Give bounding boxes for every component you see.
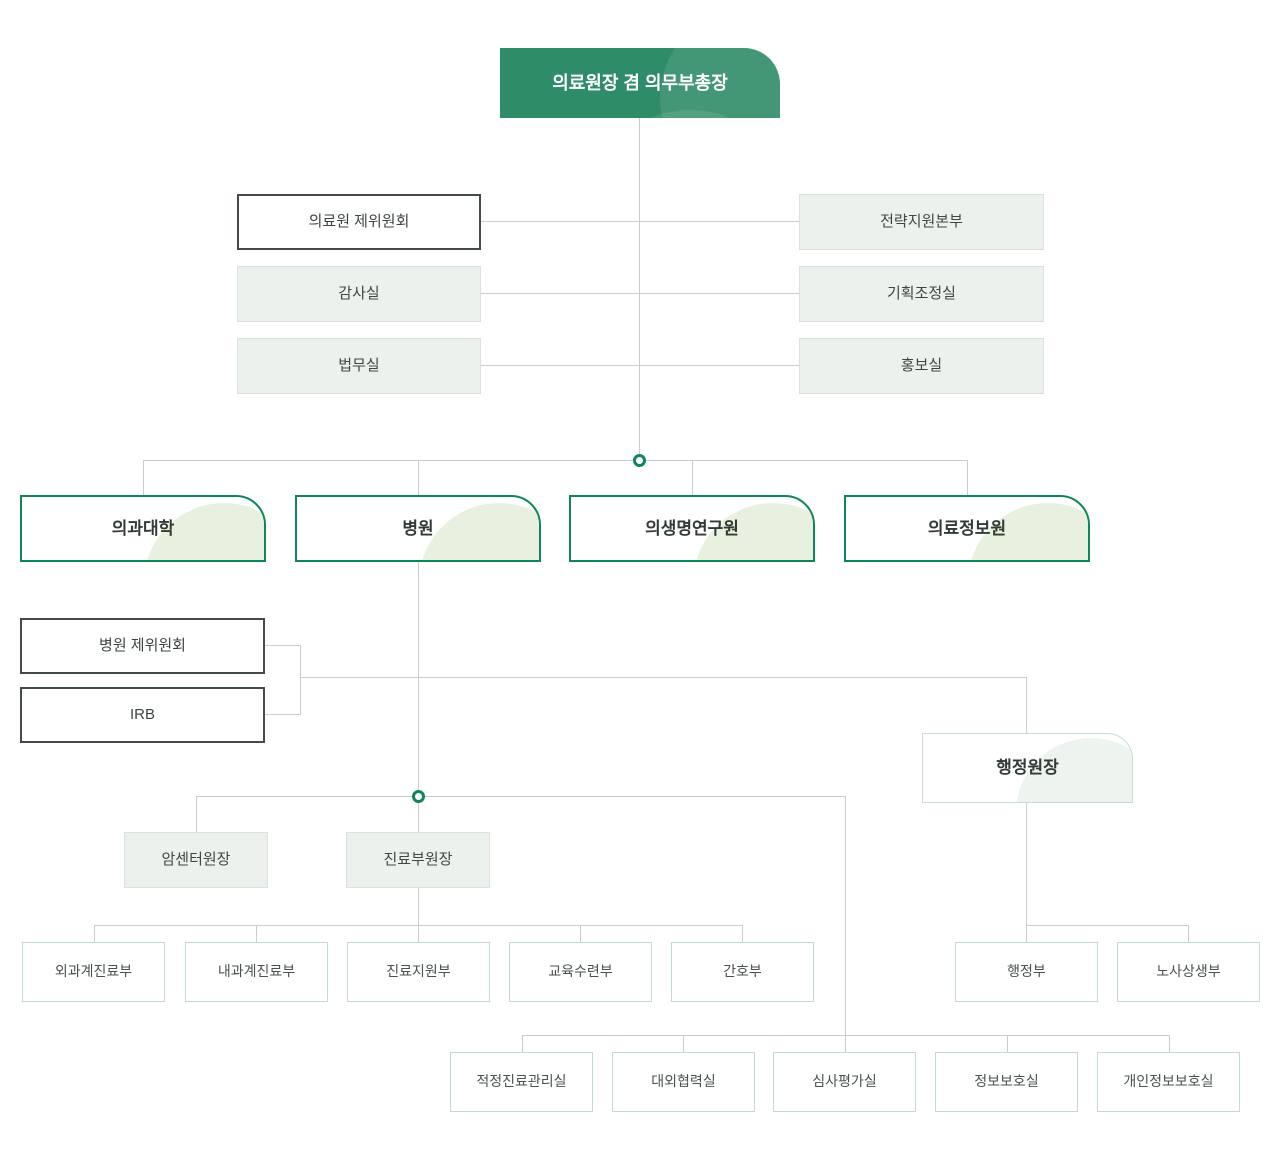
node-admin-director: 행정원장 <box>922 733 1133 803</box>
connector-drop-office-3 <box>845 1035 846 1052</box>
node-label: 의료정보원 <box>927 518 1007 538</box>
node-cancer-center-director: 암센터원장 <box>124 832 268 888</box>
connector-left-1 <box>481 221 639 222</box>
connector-left-3 <box>481 365 639 366</box>
connector-division-rail <box>143 460 968 461</box>
connector-drop-dept-2 <box>256 925 257 942</box>
node-label: 행정부 <box>1007 963 1046 980</box>
node-label: 정보보호실 <box>974 1073 1039 1090</box>
node-label: IRB <box>129 705 155 723</box>
node-label: 심사평가실 <box>812 1073 877 1090</box>
node-strategy-hq: 전략지원본부 <box>799 194 1044 250</box>
node-planning-office: 기획조정실 <box>799 266 1044 322</box>
connector-director-rail <box>196 796 845 797</box>
connector-drop-hospital <box>418 460 419 495</box>
connector-drop-office-2 <box>683 1035 684 1052</box>
decor-circle <box>585 110 780 118</box>
node-clinical-support-dept: 진료지원부 <box>347 942 490 1002</box>
node-admin-dept: 행정부 <box>955 942 1098 1002</box>
node-label: 암센터원장 <box>161 850 231 868</box>
node-label: 행정원장 <box>996 758 1059 778</box>
node-label: 병원 <box>402 518 434 538</box>
node-pr-office: 홍보실 <box>799 338 1044 394</box>
node-privacy-office: 개인정보보호실 <box>1097 1052 1240 1112</box>
junction-dot-hospital <box>412 790 425 803</box>
node-label: 의료원 제위원회 <box>308 212 410 230</box>
connector-committee-1 <box>265 645 300 646</box>
connector-admin-rail <box>1026 925 1188 926</box>
node-medical-information-institute: 의료정보원 <box>844 495 1090 562</box>
node-irb: IRB <box>20 687 265 743</box>
node-root: 의료원장 겸 의무부총장 <box>500 48 780 118</box>
node-hospital-committee: 병원 제위원회 <box>20 618 265 674</box>
connector-drop-office-1 <box>522 1035 523 1052</box>
node-label: 홍보실 <box>900 356 943 374</box>
connector-clinical-director-down <box>418 888 419 925</box>
node-education-dept: 교육수련부 <box>509 942 652 1002</box>
connector-drop-clinical-director <box>418 796 419 832</box>
node-label: 개인정보보호실 <box>1123 1073 1214 1090</box>
connector-hospital-down <box>418 562 419 796</box>
connector-root-down <box>639 118 640 460</box>
node-label: 적정진료관리실 <box>476 1073 567 1090</box>
node-audit-office: 감사실 <box>237 266 481 322</box>
connector-drop-dept-1 <box>94 925 95 942</box>
connector-drop-information <box>967 460 968 495</box>
node-label: 내과계진료부 <box>217 963 296 980</box>
node-labor-coop-dept: 노사상생부 <box>1117 942 1260 1002</box>
connector-right-1 <box>640 221 799 222</box>
node-label: 의료원장 겸 의무부총장 <box>552 72 728 93</box>
connector-drop-cancer-director <box>196 796 197 832</box>
node-medical-college: 의과대학 <box>20 495 266 562</box>
node-label: 의생명연구원 <box>645 518 739 538</box>
node-surgical-dept: 외과계진료부 <box>22 942 165 1002</box>
node-review-eval-office: 심사평가실 <box>773 1052 916 1112</box>
junction-dot-root <box>633 454 646 467</box>
node-label: 의과대학 <box>111 518 175 538</box>
connector-drop-dept-5 <box>742 925 743 942</box>
connector-admin-head-down <box>1026 803 1027 925</box>
node-label: 기획조정실 <box>886 284 956 302</box>
node-label: 병원 제위원회 <box>99 636 186 654</box>
decor-circle <box>1048 802 1133 803</box>
node-label: 법무실 <box>338 356 380 374</box>
connector-committee-bracket <box>300 645 301 715</box>
connector-drop-research <box>692 460 693 495</box>
connector-left-2 <box>481 293 639 294</box>
node-label: 외과계진료부 <box>54 963 133 980</box>
connector-drop-admin-1 <box>1026 925 1027 942</box>
node-label: 노사상생부 <box>1156 963 1221 980</box>
connector-drop-dept-4 <box>580 925 581 942</box>
node-legal-office: 법무실 <box>237 338 481 394</box>
node-label: 간호부 <box>723 963 762 980</box>
node-care-quality-office: 적정진료관리실 <box>450 1052 593 1112</box>
connector-drop-office-5 <box>1169 1035 1170 1052</box>
connector-committee-to-admin <box>300 677 1026 678</box>
node-label: 교육수련부 <box>548 963 613 980</box>
node-biomedical-research-institute: 의생명연구원 <box>569 495 815 562</box>
node-hospital: 병원 <box>295 495 541 562</box>
node-clinical-vice-director: 진료부원장 <box>346 832 490 888</box>
node-label: 진료지원부 <box>386 963 451 980</box>
node-nursing-dept: 간호부 <box>671 942 814 1002</box>
connector-drop-admin-head <box>1026 677 1027 733</box>
connector-drop-office-4 <box>1007 1035 1008 1052</box>
connector-drop-college <box>143 460 144 495</box>
connector-offices-down <box>845 796 846 1035</box>
connector-right-3 <box>640 365 799 366</box>
node-label: 대외협력실 <box>651 1073 716 1090</box>
node-label: 전략지원본부 <box>880 212 963 230</box>
node-internal-dept: 내과계진료부 <box>185 942 328 1002</box>
connector-right-2 <box>640 293 799 294</box>
node-medical-committee: 의료원 제위원회 <box>237 194 481 250</box>
connector-drop-dept-3 <box>418 925 419 942</box>
node-label: 감사실 <box>338 284 380 302</box>
connector-drop-admin-2 <box>1188 925 1189 942</box>
node-label: 진료부원장 <box>383 850 453 868</box>
connector-committee-2 <box>265 714 300 715</box>
node-external-coop-office: 대외협력실 <box>612 1052 755 1112</box>
node-infosec-office: 정보보호실 <box>935 1052 1078 1112</box>
